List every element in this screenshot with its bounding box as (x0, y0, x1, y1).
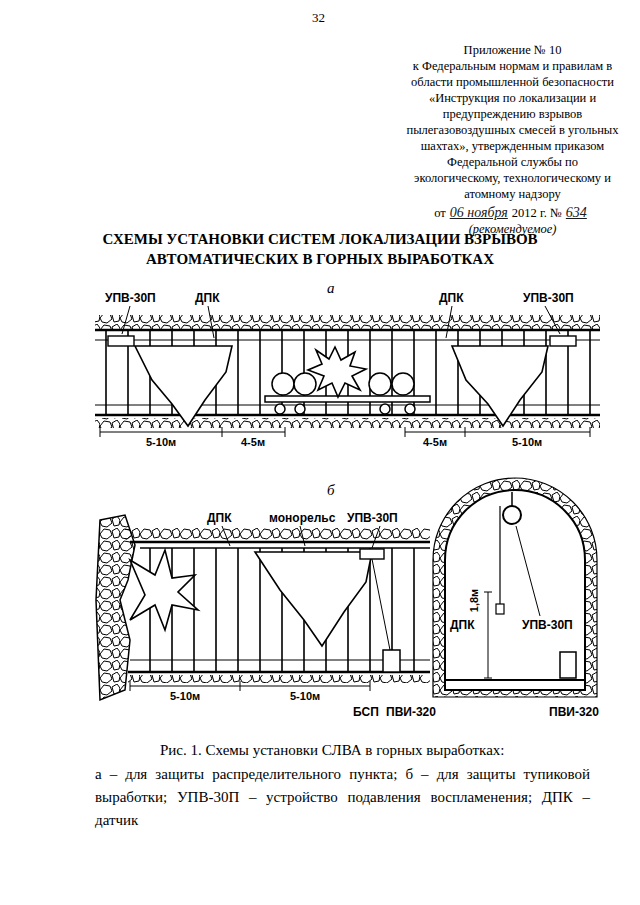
appendix-number: Приложение № 10 (405, 42, 620, 58)
dimension: 4-5м (240, 436, 266, 449)
device-label: УПВ-30П (104, 291, 157, 305)
dimension: 5-10м (511, 436, 543, 449)
sensor-label: ДПК (206, 511, 233, 525)
sensor-label: ДПК (449, 618, 476, 632)
device-label: УПВ-30П (522, 291, 575, 305)
order-year: 2012 г. № (512, 206, 562, 220)
unit-label: ПВИ-320 (385, 705, 437, 719)
sensor-label: ДПК (438, 291, 465, 305)
dimension: 4-5м (422, 436, 448, 449)
caption-note: а – для защиты распределительного пункта… (95, 763, 590, 832)
cross-section (433, 478, 597, 697)
device-label: УПВ-30П (346, 511, 399, 525)
unit-label: ПВИ-320 (548, 705, 600, 719)
figure-caption: Рис. 1. Схемы установки СЛВА в горных вы… (160, 740, 504, 760)
figure-a (95, 306, 600, 437)
sensor-label: ДПК (194, 291, 221, 305)
order-date: 06 ноября (450, 205, 508, 220)
monorail-label: монорельс (268, 511, 336, 525)
dimension: 5-10м (145, 436, 177, 449)
figure-b (96, 515, 430, 700)
page-number: 32 (312, 10, 325, 26)
device-label: УПВ-30П (521, 618, 574, 632)
order-prefix: от (434, 206, 446, 220)
figure-letter: б (327, 482, 335, 499)
unit-label: БСП (352, 705, 380, 719)
recommended-note: (рекомендуемое) (405, 221, 620, 237)
order-number: 634 (566, 205, 587, 220)
order-line: от 06 ноября 2012 г. № 634 (405, 203, 620, 221)
appendix-reference: к Федеральным нормам и правилам в област… (405, 58, 620, 202)
dimension: 5-10м (169, 690, 201, 703)
figure-letter: а (327, 280, 335, 297)
dimension: 5-10м (289, 690, 321, 703)
height-dimension: 1,8м (468, 588, 481, 613)
